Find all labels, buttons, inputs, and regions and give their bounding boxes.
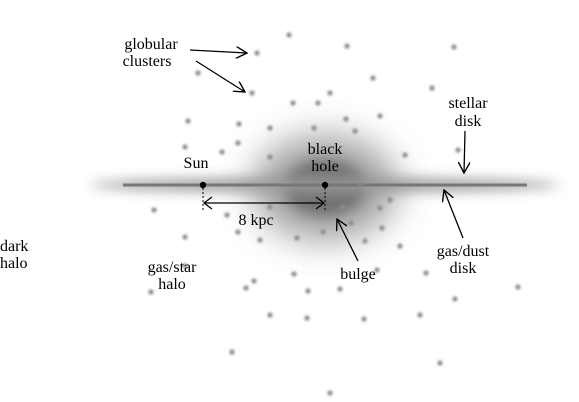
globular-cluster-dot xyxy=(452,296,458,302)
label-stellar: stellar xyxy=(448,95,488,112)
globular-cluster-dot xyxy=(182,234,188,240)
label-globular: globular xyxy=(124,36,178,53)
globular-cluster-dot xyxy=(455,147,461,153)
globular-cluster-dot xyxy=(387,197,393,203)
globular-cluster-dot xyxy=(397,243,403,249)
globular-cluster-dot xyxy=(377,113,383,119)
globular-cluster-dot xyxy=(340,204,346,210)
label-clusters: clusters xyxy=(123,53,172,70)
globular-cluster-dot xyxy=(249,90,255,96)
globular-cluster-dot xyxy=(320,229,326,235)
globular-cluster-dot xyxy=(151,207,157,213)
globular-cluster-dot xyxy=(251,278,257,284)
label-sun: Sun xyxy=(184,155,209,172)
pointer-arrows xyxy=(189,50,465,262)
globular-cluster-dot xyxy=(327,90,333,96)
globular-cluster-dot xyxy=(235,229,241,235)
label-dark-halo: halo xyxy=(0,255,28,272)
globular-cluster-dot xyxy=(429,85,435,91)
globular-cluster-dot xyxy=(236,121,242,127)
globular-cluster-dot xyxy=(267,125,273,131)
label-stellar-disk: disk xyxy=(455,113,482,130)
arrow-bulge xyxy=(337,219,359,262)
globular-cluster-dot xyxy=(291,271,297,277)
arrow-stellar-disk xyxy=(464,130,465,173)
globular-cluster-dot xyxy=(362,238,368,244)
globular-cluster-dot xyxy=(370,75,376,81)
label-gas-star-halo: halo xyxy=(158,276,186,293)
globular-cluster-dot xyxy=(290,100,296,106)
globular-cluster-dot xyxy=(437,360,443,366)
globular-cluster-dot xyxy=(243,285,249,291)
globular-cluster-dot xyxy=(219,149,225,155)
globular-cluster-dot xyxy=(343,116,349,122)
globular-cluster-dot xyxy=(402,152,408,158)
label-hole: hole xyxy=(311,158,339,175)
label-gas-dust-disk: disk xyxy=(450,260,477,277)
globular-cluster-dot xyxy=(267,312,273,318)
globular-cluster-dot xyxy=(304,315,310,321)
globular-cluster-dot xyxy=(267,154,273,160)
arrow-globular-1 xyxy=(189,50,247,53)
globular-cluster-dot xyxy=(229,349,235,355)
globular-cluster-dot xyxy=(286,32,292,38)
globular-cluster-dot xyxy=(224,212,230,218)
label-gas-dust: gas/dust xyxy=(437,243,490,260)
globular-cluster-dot xyxy=(311,125,317,131)
globular-cluster-dot xyxy=(348,220,354,226)
globular-cluster-dot xyxy=(377,205,383,211)
globular-cluster-dot xyxy=(257,237,263,243)
globular-cluster-dot xyxy=(182,144,188,150)
globular-cluster-dot xyxy=(374,267,380,273)
globular-cluster-dot xyxy=(337,286,343,292)
globular-cluster-dot xyxy=(361,316,367,322)
label-bulge: bulge xyxy=(340,266,376,283)
label-scale: 8 kpc xyxy=(238,212,273,229)
globular-cluster-dot xyxy=(267,204,273,210)
sun-marker xyxy=(199,181,207,189)
globular-cluster-dot xyxy=(357,180,363,186)
globular-cluster-dot xyxy=(379,225,385,231)
globular-cluster-dot xyxy=(417,312,423,318)
globular-cluster-dot xyxy=(195,70,201,76)
arrow-globular-2 xyxy=(195,60,245,92)
scale-bar xyxy=(202,188,326,212)
globular-cluster-dot xyxy=(344,43,350,49)
black-hole-marker xyxy=(321,181,329,189)
globular-cluster-dot xyxy=(352,128,358,134)
label-black: black xyxy=(308,141,343,158)
globular-cluster-dot xyxy=(305,288,311,294)
labels: globular clusters stellar disk black hol… xyxy=(0,36,490,293)
globular-cluster-dot xyxy=(294,235,300,241)
globular-cluster-dot xyxy=(185,118,191,124)
label-dark: dark xyxy=(0,238,28,255)
globular-cluster-dot xyxy=(254,50,260,56)
globular-cluster-dot xyxy=(515,284,521,290)
globular-cluster-field xyxy=(148,32,521,396)
globular-cluster-dot xyxy=(327,390,333,396)
label-gas-star: gas/star xyxy=(148,259,198,276)
arrow-gas-dust-disk xyxy=(444,190,464,239)
globular-cluster-dot xyxy=(235,140,241,146)
globular-cluster-dot xyxy=(182,263,188,269)
globular-cluster-dot xyxy=(315,100,321,106)
globular-cluster-dot xyxy=(148,289,154,295)
globular-cluster-dot xyxy=(451,44,457,50)
globular-cluster-dot xyxy=(423,270,429,276)
